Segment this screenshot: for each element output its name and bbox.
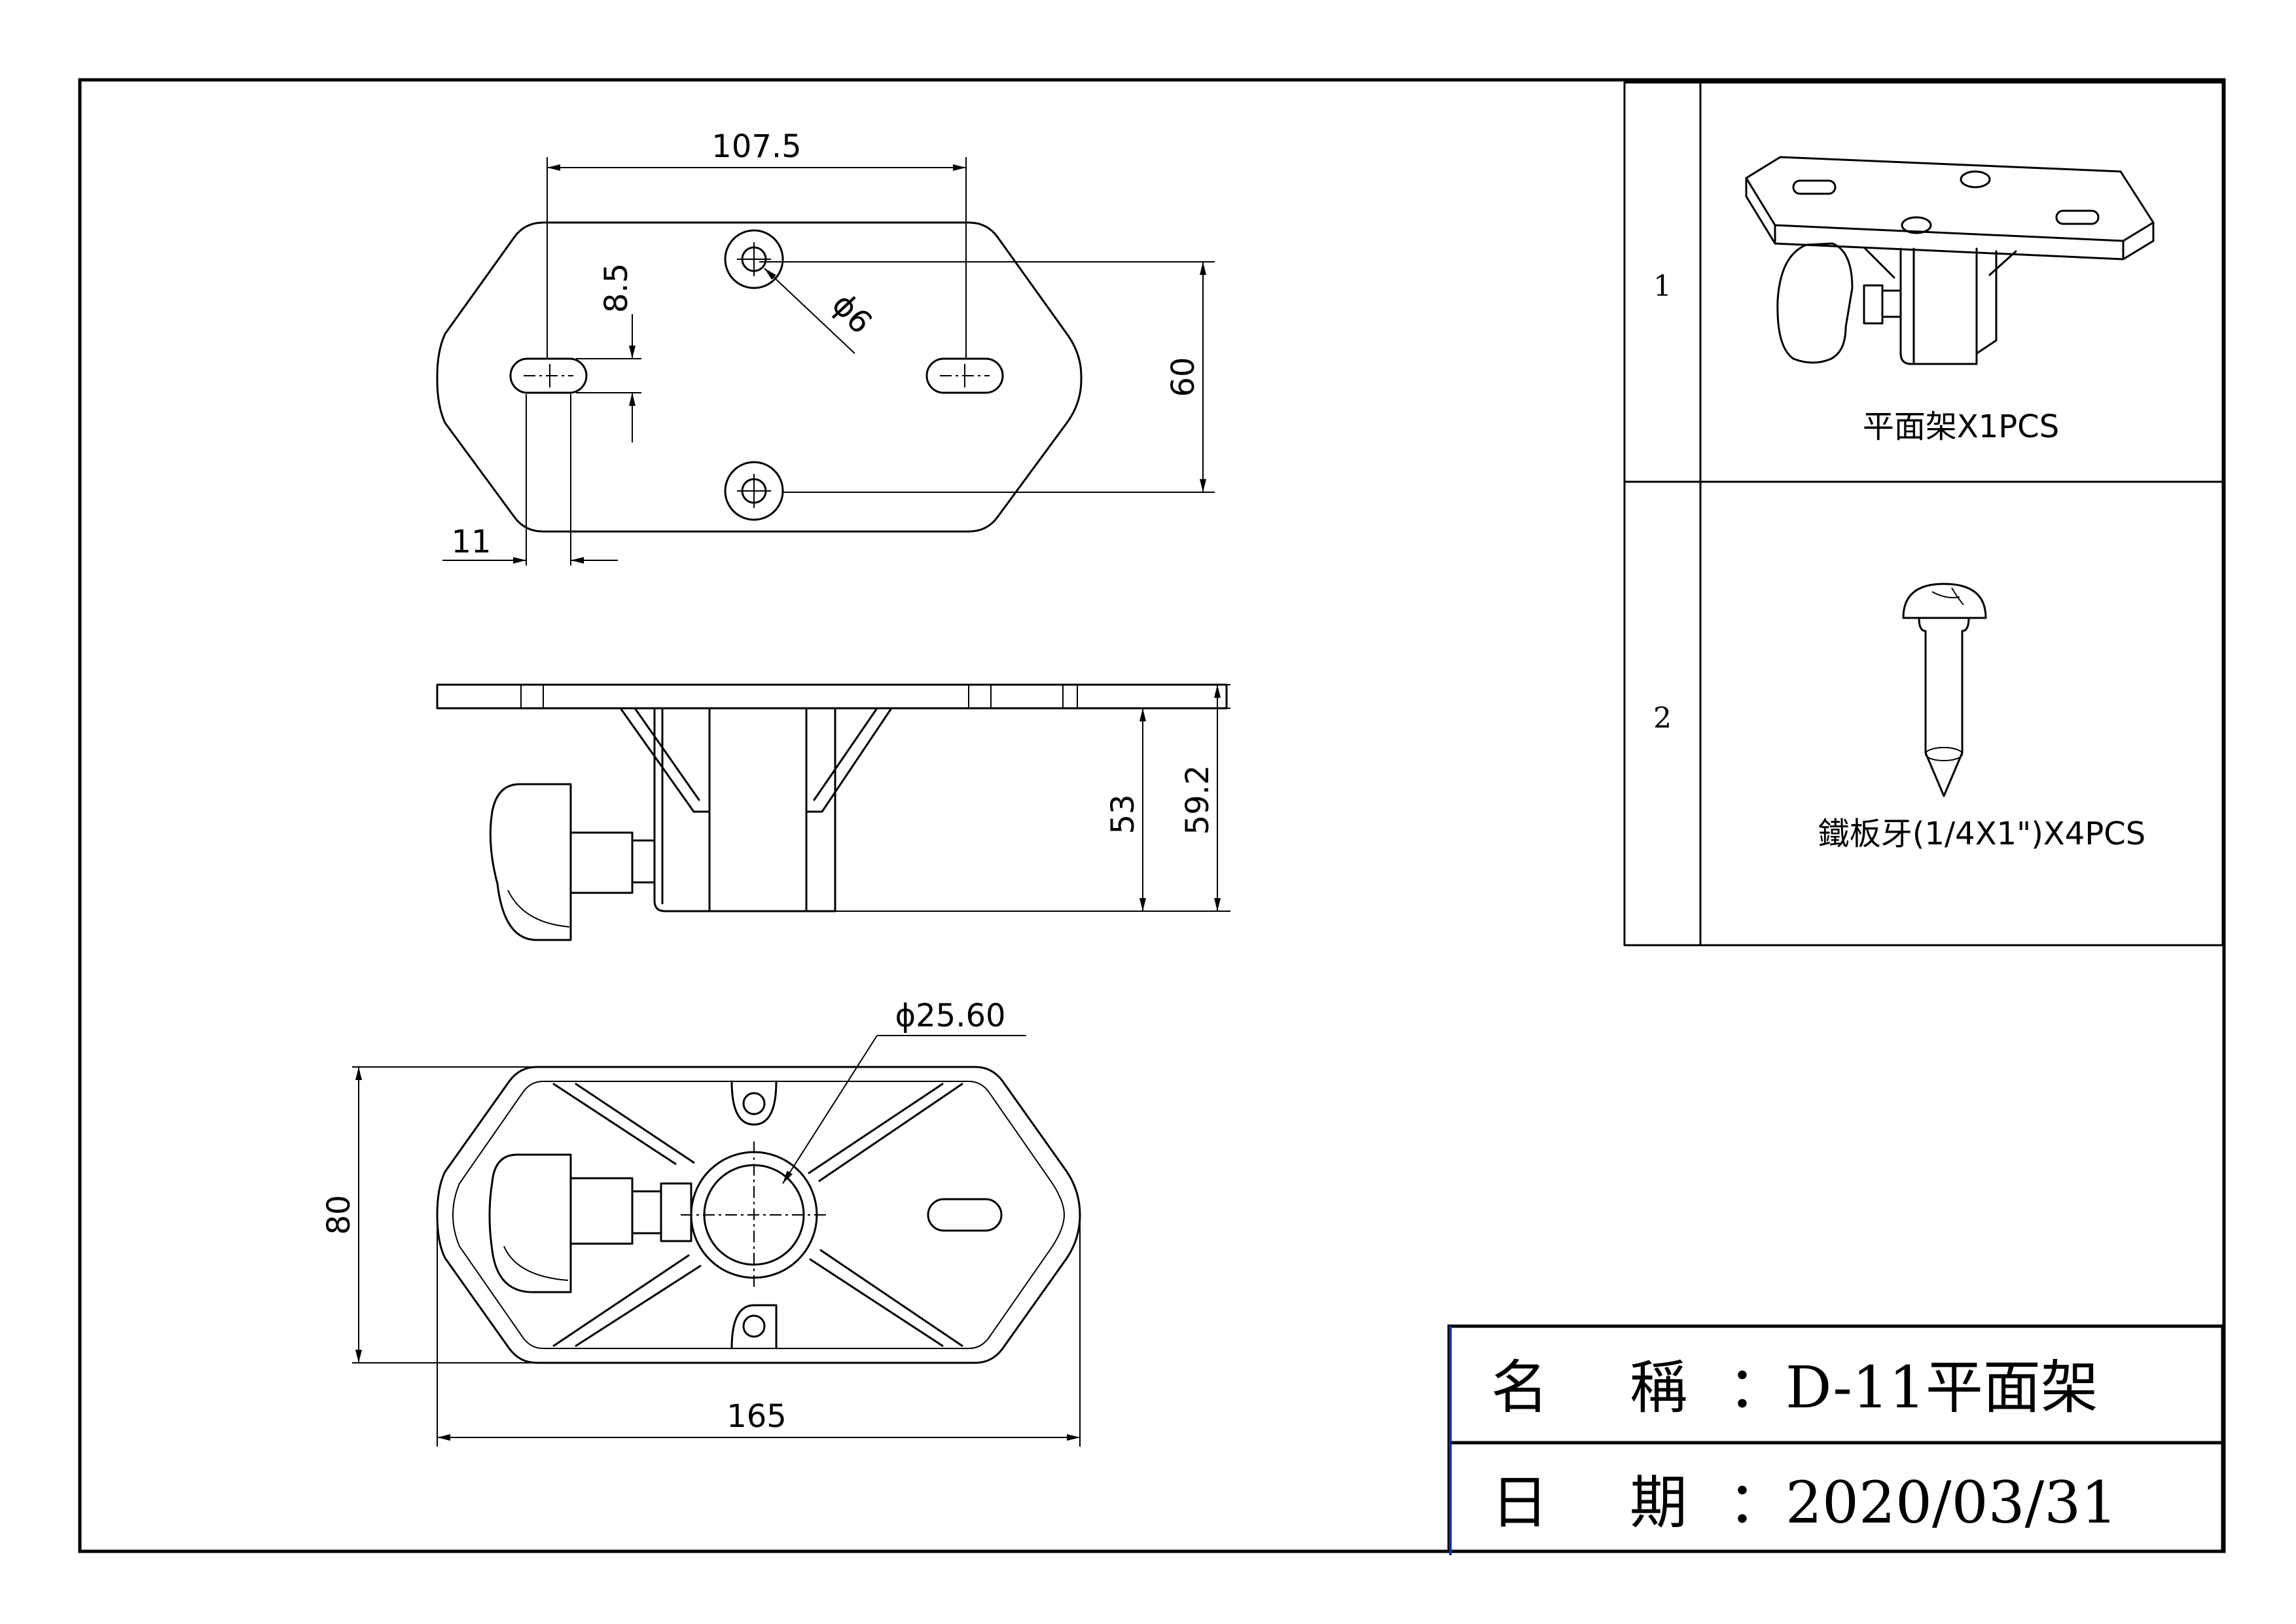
dim-height-total: 59.2: [1179, 765, 1216, 835]
title-name-value: ：D-11平面架: [1728, 1354, 2098, 1421]
dim-height-inner: 53: [1105, 794, 1141, 834]
drawing-border: [78, 78, 2226, 1553]
title-name-label-1: 名: [1491, 1354, 1549, 1421]
parts-table: 1 2 平面架X1PCS: [1623, 81, 2224, 947]
bracket-assembly-icon: [1745, 156, 2155, 365]
dim-slot-offset: 8.5: [598, 263, 635, 313]
dim-slot-edge: 11: [451, 524, 491, 560]
title-name-label-2: 稱: [1630, 1354, 1687, 1421]
dim-top-hole-span: 107.5: [711, 128, 801, 165]
top-view: 107.5 8.5 ϕ6 60 11: [436, 128, 1215, 566]
title-date-label-2: 期: [1630, 1469, 1687, 1536]
part-caption-2: 鐵板牙(1/4X1")X4PCS: [1818, 816, 2146, 852]
dim-width: 80: [321, 1195, 357, 1235]
title-block: 名 稱 ：D-11平面架 日 期 ：2020/03/31: [1447, 1324, 2225, 1555]
dim-tube-diameter: ϕ25.60: [895, 998, 1005, 1034]
self-tapping-screw-icon: [1902, 583, 1987, 797]
part-caption-1: 平面架X1PCS: [1863, 408, 2059, 445]
part-index-1: 1: [1653, 270, 1672, 303]
part-index-2: 2: [1653, 702, 1672, 735]
title-date-value: ：2020/03/31: [1728, 1469, 2117, 1536]
side-view: 53 59.2: [436, 683, 1230, 941]
title-date-label-1: 日: [1491, 1469, 1549, 1536]
dim-hole-pitch: 60: [1165, 357, 1202, 397]
dim-length: 165: [726, 1398, 787, 1435]
bottom-view: ϕ25.60 80 165: [321, 998, 1081, 1447]
